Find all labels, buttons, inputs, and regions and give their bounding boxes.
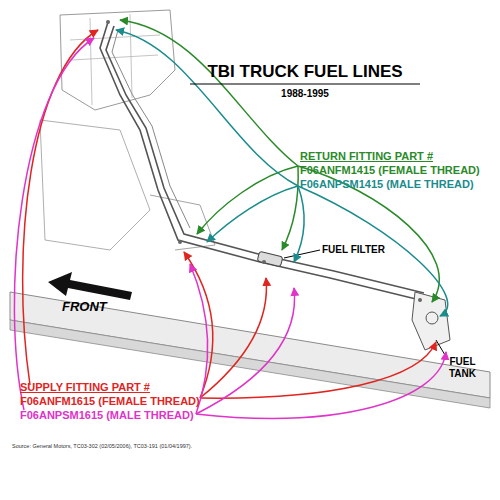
- part-name: FUEL TANK: [440, 356, 485, 379]
- engine-detail: [70, 14, 160, 105]
- leader-arrow: [294, 186, 304, 262]
- supply-female-leaders: [23, 30, 436, 398]
- leader-arrow: [196, 288, 295, 414]
- part-number: F06ANPSM1615 (MALE THREAD): [20, 409, 230, 422]
- leader-arrow: [184, 252, 213, 398]
- supply-male-leaders: [14, 38, 446, 418]
- leader-arrow: [282, 166, 298, 250]
- part-number: F06ANFM1615 (FEMALE THREAD): [20, 395, 230, 408]
- leader-line: [436, 340, 445, 355]
- leader-arrow: [190, 264, 208, 414]
- fitting-point: [178, 240, 182, 244]
- part-name: FUEL FILTER: [322, 244, 422, 256]
- part-number: F06ANFM1415 (FEMALE THREAD): [300, 164, 495, 177]
- engine-outline: [60, 10, 175, 110]
- fuel-filter: [257, 251, 283, 267]
- leader-line: [284, 250, 320, 258]
- vapor-line: [112, 30, 190, 228]
- front-arrow: [48, 272, 132, 300]
- leader-arrow: [298, 186, 448, 316]
- diagram-title: TBI TRUCK FUEL LINES: [175, 62, 435, 82]
- leader-arrow: [196, 352, 446, 418]
- leader-arrow: [14, 38, 94, 410]
- leader-arrow: [116, 30, 298, 186]
- part-number: F06ANPSM1415 (MALE THREAD): [300, 178, 495, 191]
- leader-arrow: [200, 278, 266, 398]
- fitting-point: [262, 260, 266, 264]
- title-underline: [190, 83, 420, 84]
- direction-label: FRONT: [62, 300, 142, 315]
- fitting-point: [418, 298, 422, 302]
- leader-arrow: [207, 186, 298, 242]
- sender-fitting: [426, 312, 438, 324]
- fitting-point: [106, 20, 110, 24]
- callout-heading: SUPPLY FITTING PART #: [20, 381, 230, 394]
- year-range: 1988-1995: [255, 88, 355, 100]
- crossmember-outline: [40, 120, 150, 250]
- callout-heading: RETURN FITTING PART #: [300, 150, 495, 163]
- frame-rail: [10, 292, 490, 398]
- fuel-tank-sender: [412, 292, 450, 350]
- source-caption: Source: General Motors, TC03-302 (02/05/…: [12, 443, 332, 449]
- leader-arrow: [23, 30, 98, 385]
